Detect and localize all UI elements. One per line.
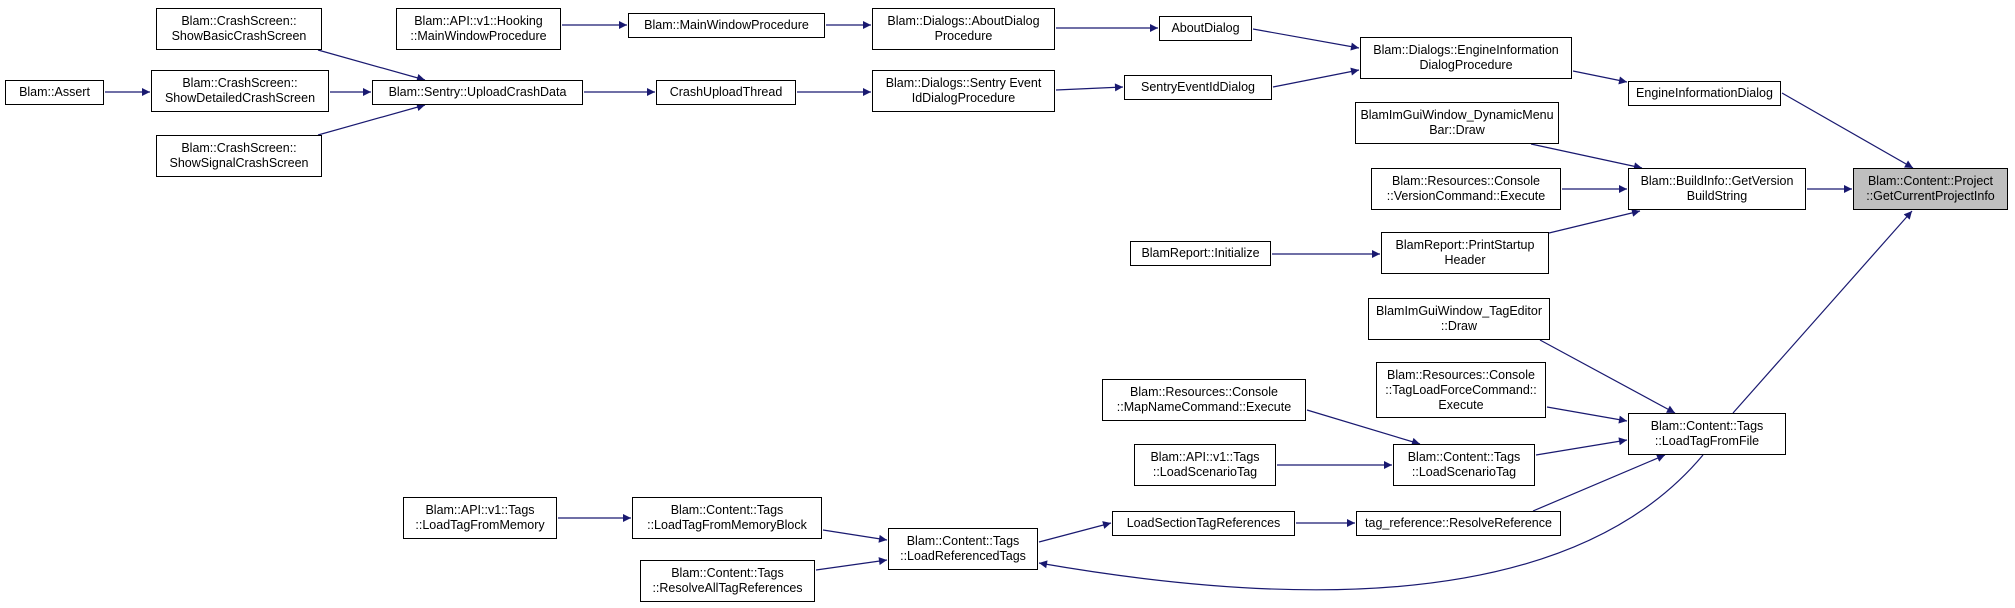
node-hooking-main-window-procedure[interactable]: Blam::API::v1::Hooking ::MainWindowProce… (396, 8, 561, 50)
node-api-load-tag-from-memory[interactable]: Blam::API::v1::Tags ::LoadTagFromMemory (403, 497, 557, 539)
node-version-command-execute[interactable]: Blam::Resources::Console ::VersionComman… (1371, 168, 1561, 210)
edge-tlfc-to-ltff (1546, 406, 1628, 424)
node-resolve-all-tag-references[interactable]: Blam::Content::Tags ::ResolveAllTagRefer… (640, 560, 815, 602)
edge-dmb-to-bis (1530, 143, 1643, 171)
node-sentry-event-id-dialog[interactable]: SentryEventIdDialog (1124, 75, 1272, 100)
node-load-scenario-tag[interactable]: Blam::Content::Tags ::LoadScenarioTag (1393, 444, 1535, 486)
node-dynamic-menu-bar-draw[interactable]: BlamImGuiWindow_DynamicMenu Bar::Draw (1355, 102, 1559, 144)
node-load-referenced-tags[interactable]: Blam::Content::Tags ::LoadReferencedTags (888, 528, 1038, 570)
node-sentry-event-id-dialog-procedure[interactable]: Blam::Dialogs::Sentry Event IdDialogProc… (872, 70, 1055, 112)
node-tag-reference-resolve-reference[interactable]: tag_reference::ResolveReference (1356, 511, 1561, 536)
edge-eidp-to-eid (1572, 70, 1628, 85)
edge-ltff-to-lrt (1038, 454, 1704, 591)
node-load-tag-from-file[interactable]: Blam::Content::Tags ::LoadTagFromFile (1628, 413, 1786, 455)
node-api-load-scenario-tag[interactable]: Blam::API::v1::Tags ::LoadScenarioTag (1134, 444, 1276, 486)
node-engine-information-dialog-procedure[interactable]: Blam::Dialogs::EngineInformation DialogP… (1360, 37, 1572, 79)
edge-ltfmb-to-lrt (822, 529, 888, 543)
node-blam-report-initialize[interactable]: BlamReport::Initialize (1130, 241, 1271, 266)
edge-signal-to-ucd (317, 103, 426, 136)
edge-lst-to-ltff (1535, 437, 1628, 456)
node-print-startup-header[interactable]: BlamReport::PrintStartup Header (1381, 232, 1549, 274)
node-about-dialog-procedure[interactable]: Blam::Dialogs::AboutDialog Procedure (872, 8, 1055, 50)
edge-te-to-ltff (1539, 339, 1676, 414)
node-show-detailed-crash-screen[interactable]: Blam::CrashScreen:: ShowDetailedCrashScr… (151, 70, 329, 112)
edge-basic-to-ucd (317, 49, 426, 82)
edge-psh-to-bis (1548, 208, 1641, 234)
edge-sdp-to-sentry (1055, 83, 1124, 92)
node-show-signal-crash-screen[interactable]: Blam::CrashScreen:: ShowSignalCrashScree… (156, 135, 322, 177)
node-engine-information-dialog[interactable]: EngineInformationDialog (1628, 81, 1781, 106)
node-crash-upload-thread[interactable]: CrashUploadThread (656, 80, 796, 105)
node-sentry-upload-crash-data[interactable]: Blam::Sentry::UploadCrashData (372, 80, 583, 105)
node-map-name-command-execute[interactable]: Blam::Resources::Console ::MapNameComman… (1102, 379, 1306, 421)
node-tag-load-force-command-execute[interactable]: Blam::Resources::Console ::TagLoadForceC… (1376, 362, 1546, 418)
node-load-section-tag-references[interactable]: LoadSectionTagReferences (1112, 511, 1295, 536)
node-about-dialog[interactable]: AboutDialog (1159, 16, 1252, 41)
node-main-window-procedure[interactable]: Blam::MainWindowProcedure (628, 13, 825, 38)
node-build-info-get-version-build-string[interactable]: Blam::BuildInfo::GetVersion BuildString (1628, 168, 1806, 210)
edge-lrt-to-lstr (1038, 521, 1112, 543)
edge-rr-to-ltff (1532, 454, 1666, 512)
node-load-tag-from-memory-block[interactable]: Blam::Content::Tags ::LoadTagFromMemoryB… (632, 497, 822, 539)
node-assert[interactable]: Blam::Assert (5, 80, 104, 105)
node-show-basic-crash-screen[interactable]: Blam::CrashScreen:: ShowBasicCrashScreen (156, 8, 322, 50)
edge-mnc-to-lst (1306, 409, 1421, 446)
edge-ltff-to-root (1732, 210, 1913, 414)
edge-about-to-eidp (1252, 28, 1360, 51)
node-tag-editor-draw[interactable]: BlamImGuiWindow_TagEditor ::Draw (1368, 298, 1550, 340)
node-get-current-project-info[interactable]: Blam::Content::Project ::GetCurrentProje… (1853, 168, 2008, 210)
edge-sentry-to-eidp (1272, 67, 1360, 88)
edge-eid-to-root (1781, 92, 1914, 169)
edge-ratr-to-lrt (815, 557, 888, 571)
